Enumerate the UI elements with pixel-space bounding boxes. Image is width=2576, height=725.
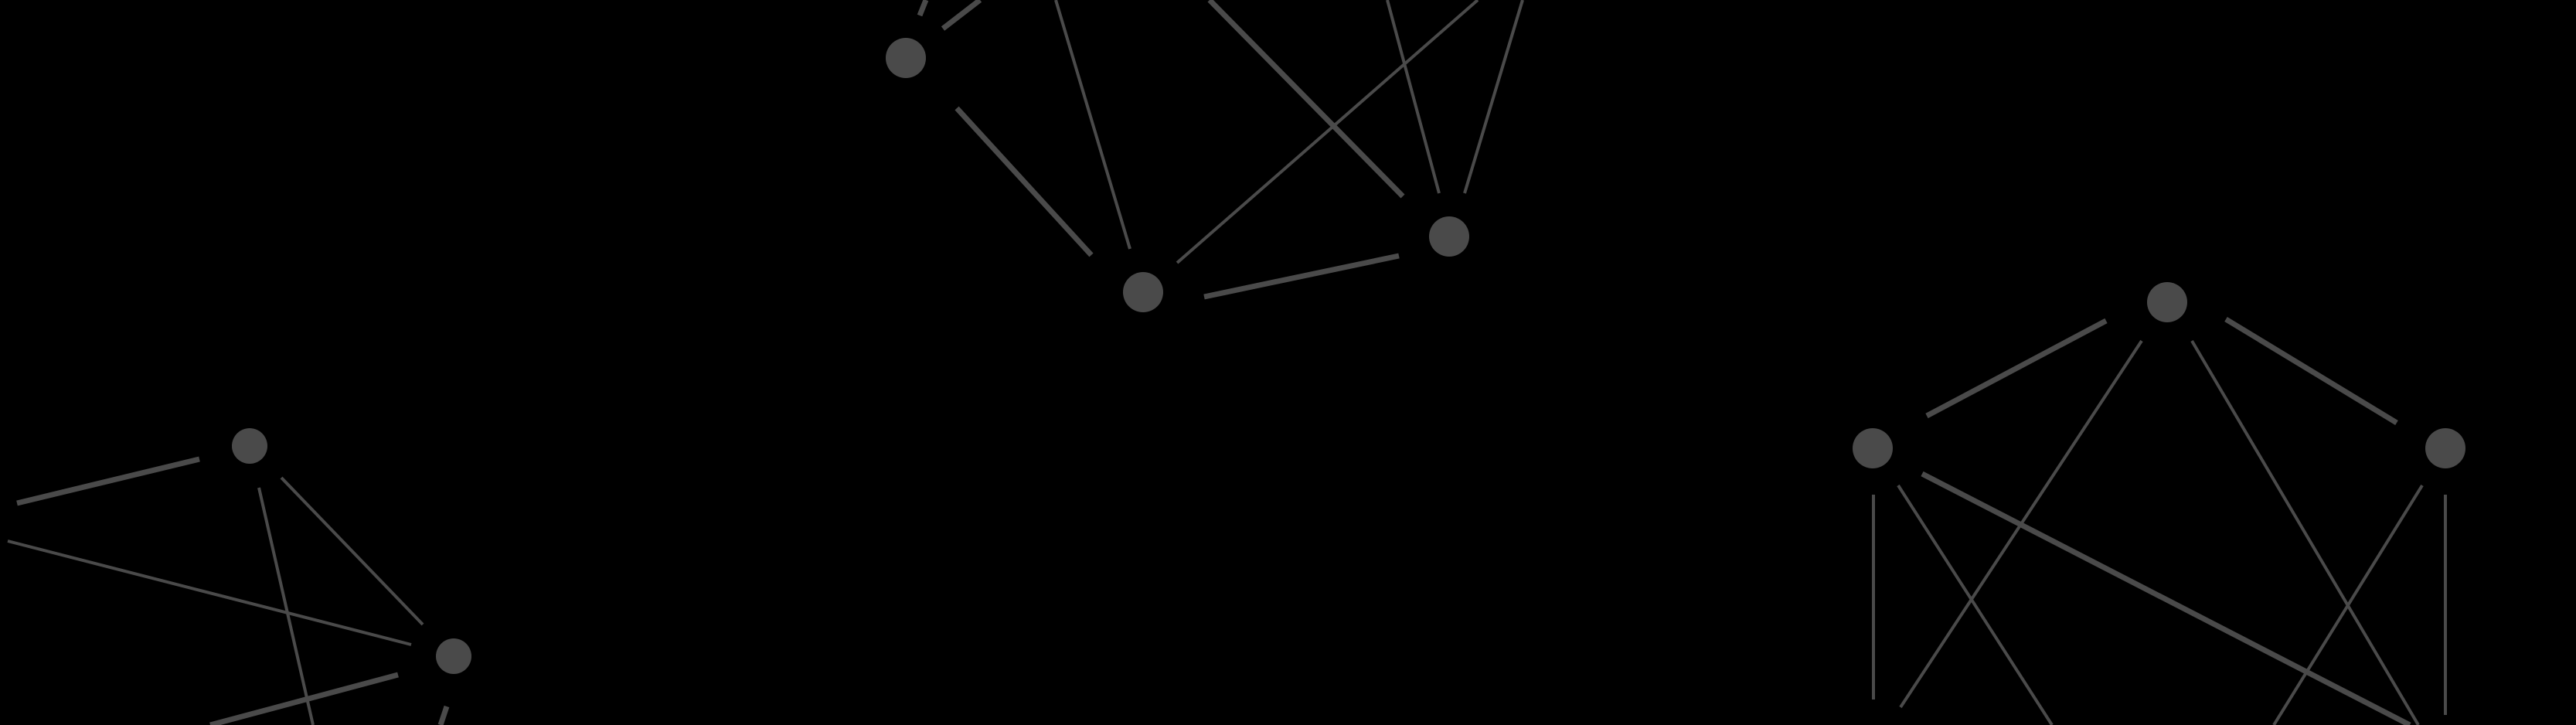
edge — [1921, 471, 2411, 725]
edge — [280, 476, 424, 626]
edge — [1203, 253, 1400, 300]
right-cluster — [1853, 282, 2465, 725]
edge — [1897, 484, 2054, 725]
top-cluster — [886, 0, 1524, 312]
edge — [955, 106, 1094, 257]
edge — [1463, 0, 1524, 194]
node — [886, 38, 926, 78]
edge — [1386, 0, 1441, 194]
edge — [7, 539, 412, 646]
edge — [1054, 0, 1131, 250]
edge — [257, 487, 315, 725]
edge — [209, 672, 399, 725]
edge — [2224, 317, 2398, 425]
edge — [2272, 484, 2424, 725]
edge — [1176, 0, 1479, 264]
node — [1853, 428, 1893, 468]
node — [2147, 282, 2187, 322]
edge — [917, 0, 929, 17]
edge — [2190, 339, 2420, 725]
edge — [1207, 0, 1405, 199]
node — [1123, 272, 1163, 312]
left-cluster — [7, 428, 471, 725]
edge — [437, 705, 450, 725]
node — [232, 428, 267, 464]
node — [2425, 428, 2465, 468]
edge — [941, 0, 982, 31]
edge — [16, 456, 200, 506]
node — [436, 638, 471, 674]
edge — [1925, 318, 2108, 419]
node — [1429, 216, 1469, 257]
